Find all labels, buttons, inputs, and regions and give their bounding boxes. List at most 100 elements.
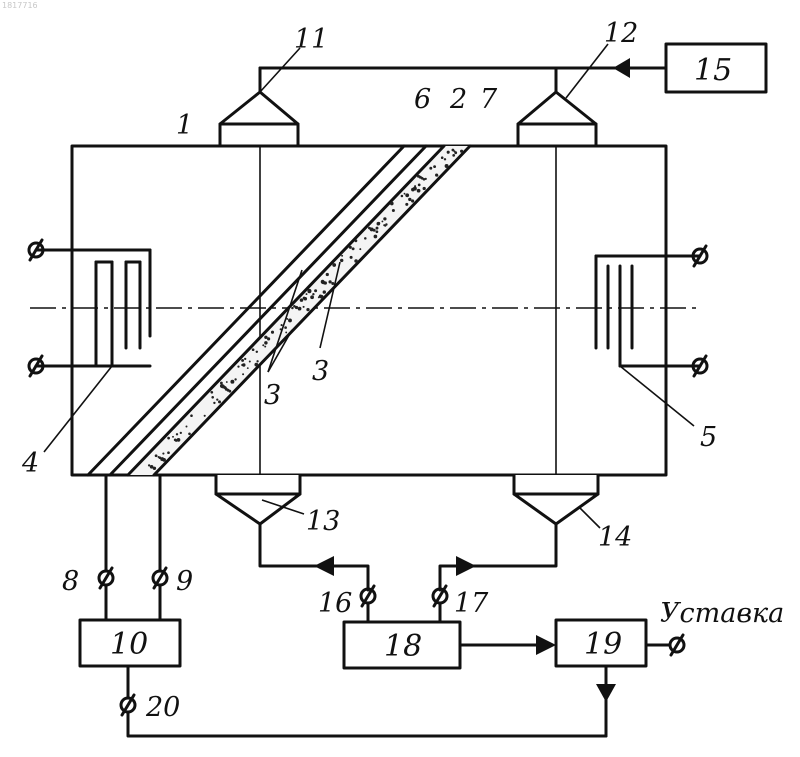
porous-dot xyxy=(285,331,287,333)
porous-dot xyxy=(237,365,239,367)
setpoint-label: Уставка xyxy=(660,598,784,629)
porous-dot xyxy=(425,178,427,180)
porous-dot xyxy=(374,235,378,239)
porous-dot xyxy=(322,281,326,285)
porous-dot xyxy=(381,220,383,222)
porous-dot xyxy=(318,296,320,298)
porous-dot xyxy=(190,414,193,417)
porous-dot xyxy=(306,308,309,311)
porous-dot xyxy=(429,167,432,170)
porous-dot xyxy=(254,363,258,367)
porous-dot xyxy=(288,318,292,322)
porous-dot xyxy=(151,466,153,468)
porous-dot xyxy=(160,457,164,461)
porous-dot xyxy=(177,438,181,442)
label-18: 18 xyxy=(384,629,422,664)
porous-dot xyxy=(328,280,331,283)
porous-dot xyxy=(180,432,182,434)
nozzle-12 xyxy=(518,92,596,146)
porous-dot xyxy=(267,337,270,340)
label-13: 13 xyxy=(306,506,340,537)
leader-14 xyxy=(580,508,600,528)
leader-12 xyxy=(566,44,608,98)
porous-dot xyxy=(218,400,221,403)
porous-dot xyxy=(291,307,293,309)
porous-dot xyxy=(249,361,251,363)
porous-dot xyxy=(453,150,455,152)
porous-dot xyxy=(354,259,358,263)
porous-dot xyxy=(418,184,421,187)
porous-dot xyxy=(323,290,326,293)
arrow-14 xyxy=(456,556,476,576)
porous-dot xyxy=(390,202,394,206)
porous-dot xyxy=(310,295,314,299)
watermark-text: 1817716 xyxy=(2,1,38,10)
porous-dot xyxy=(385,223,387,225)
porous-dot xyxy=(230,380,234,384)
porous-dot xyxy=(404,193,406,195)
nozzle-11 xyxy=(220,92,298,146)
porous-dot xyxy=(281,324,283,326)
porous-dot xyxy=(213,402,215,404)
porous-dot xyxy=(220,382,223,385)
leader-4 xyxy=(44,366,112,452)
porous-dot xyxy=(326,273,329,276)
label-17: 17 xyxy=(454,588,489,619)
porous-dot xyxy=(224,386,227,389)
porous-dot xyxy=(188,432,191,435)
porous-dot xyxy=(320,295,324,299)
label-4: 4 xyxy=(21,448,39,479)
porous-dot xyxy=(445,164,449,168)
porous-dot xyxy=(376,227,379,230)
porous-dot xyxy=(176,433,178,435)
porous-dot xyxy=(405,203,408,206)
porous-dot xyxy=(167,451,170,454)
porous-dot xyxy=(304,297,308,301)
label-20: 20 xyxy=(145,692,180,723)
porous-layer-left-edge xyxy=(128,146,444,475)
porous-dot xyxy=(444,158,446,160)
porous-dot xyxy=(314,289,317,292)
porous-dot xyxy=(252,348,255,351)
porous-dot xyxy=(162,453,164,455)
porous-dot xyxy=(186,426,188,428)
label-1: 1 xyxy=(176,110,193,141)
porous-dot xyxy=(264,346,266,348)
porous-dot xyxy=(307,289,311,293)
porous-dot xyxy=(300,298,304,302)
porous-dot xyxy=(312,293,314,295)
porous-dot xyxy=(452,154,455,157)
porous-dot xyxy=(210,391,213,394)
arrow-18-to-19 xyxy=(536,635,556,655)
porous-dot xyxy=(242,373,244,375)
label-2: 2 xyxy=(449,84,467,115)
nozzle-14 xyxy=(514,475,598,524)
porous-dot xyxy=(244,358,246,360)
leader-5 xyxy=(620,366,694,426)
porous-dot xyxy=(262,344,264,346)
porous-dot xyxy=(247,367,249,369)
porous-dot xyxy=(350,256,353,259)
porous-dot xyxy=(340,259,343,262)
feedback-line xyxy=(128,712,606,736)
porous-dot xyxy=(460,150,463,153)
label-16: 16 xyxy=(318,588,352,619)
label-9: 9 xyxy=(176,566,193,597)
label-7: 7 xyxy=(480,84,498,115)
porous-dot xyxy=(153,467,156,470)
porous-dot xyxy=(411,199,414,202)
porous-dot xyxy=(411,188,415,192)
label-3a: 3 xyxy=(264,380,281,411)
label-19: 19 xyxy=(584,627,622,662)
porous-dot xyxy=(436,174,438,176)
porous-dot xyxy=(234,378,236,380)
porous-dot xyxy=(417,189,421,193)
label-14: 14 xyxy=(598,522,632,553)
porous-dot xyxy=(408,198,411,201)
label-12: 12 xyxy=(604,18,638,49)
electrode-6-outer xyxy=(88,146,404,475)
nozzle-13 xyxy=(216,475,300,524)
porous-dot xyxy=(155,454,158,457)
porous-layer xyxy=(128,146,470,475)
label-10: 10 xyxy=(110,627,148,662)
